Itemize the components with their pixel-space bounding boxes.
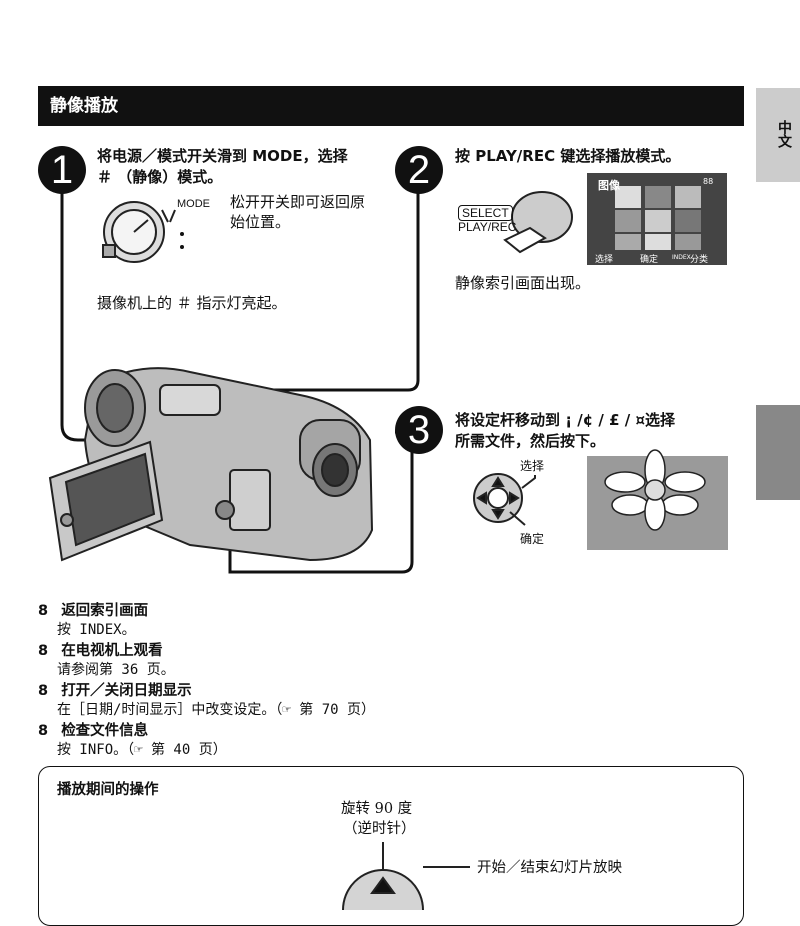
step-2-instruction: 按 PLAY/REC 键选择播放模式。: [455, 147, 681, 165]
screen-count: 88: [703, 177, 714, 186]
bullet-title: 检查文件信息: [61, 723, 149, 739]
step-1-instruction-line2: ＃ （静像）模式。: [97, 168, 223, 186]
index-screen: [587, 173, 727, 265]
mode-dot-1: [180, 232, 184, 236]
step-1-note-line1: 松开开关即可返回原: [230, 193, 366, 211]
screen-index-label: INDEX: [672, 254, 691, 261]
bullet-marker: 8: [38, 643, 49, 659]
list-item: 8 检查文件信息 按 INFO。（☞ 第 40 页）: [38, 720, 498, 760]
flower-photo: [587, 449, 728, 550]
joystick-confirm-label: 确定: [520, 532, 545, 546]
bullet-body: 请参阅第 36 页。: [57, 662, 175, 678]
joystick: [473, 473, 536, 526]
step-2-result: 静像索引画面出现。: [455, 274, 591, 292]
bullet-title: 返回索引画面: [61, 603, 149, 619]
bullet-body: 按 INFO。（☞ 第 40 页）: [57, 742, 227, 758]
play-rec-button: [503, 191, 573, 254]
tips-list: 8 返回索引画面 按 INDEX。 8 在电视机上观看 请参阅第 36 页。 8…: [38, 600, 498, 760]
select-button-label: SELECT: [458, 205, 513, 221]
screen-title: 图像: [598, 179, 620, 192]
screen-select-label: 选择: [595, 255, 614, 265]
language-tab-label: 中文: [776, 120, 792, 148]
bullet-marker: 8: [38, 603, 49, 619]
operations-title: 播放期间的操作: [57, 782, 159, 798]
bullet-title: 在电视机上观看: [61, 643, 163, 659]
bullet-marker: 8: [38, 683, 49, 699]
screen-confirm-label: 确定: [640, 255, 659, 265]
lcd-panel: [48, 440, 164, 562]
operations-dial: [342, 842, 470, 910]
bullet-body: 按 INDEX。: [57, 622, 136, 638]
step-1-note-line2: 始位置。: [230, 213, 291, 231]
bullet-marker: 8: [38, 723, 49, 739]
slideshow-label: 开始／结束幻灯片放映: [477, 860, 622, 876]
step-1-number: 1: [38, 146, 86, 194]
step-1-instruction-line1: 将电源／模式开关滑到 MODE，选择: [97, 147, 348, 165]
play-rec-label: PLAY/REC: [458, 220, 517, 234]
list-item: 8 在电视机上观看 请参阅第 36 页。: [38, 640, 498, 680]
mode-label: MODE: [177, 198, 210, 210]
rotate-label-line1: 旋转 90 度: [341, 801, 413, 817]
screen-sort-label: 分类: [690, 255, 709, 265]
language-tab: [756, 88, 800, 182]
page-title: 静像播放: [38, 86, 744, 126]
rotate-label-line2: （逆时针）: [343, 821, 416, 837]
section-tab: [756, 405, 800, 500]
step-3-number: 3: [395, 406, 443, 454]
mode-dial: [102, 201, 176, 263]
step-3-instruction-line1: 将设定杆移动到 ¡ /¢ / £ / ¤选择: [455, 411, 676, 429]
list-item: 8 打开／关闭日期显示 在［日期/时间显示］中改变设定。（☞ 第 70 页）: [38, 680, 498, 720]
joystick-select-label: 选择: [520, 459, 545, 473]
mode-dot-2: [180, 245, 184, 249]
step-2-number: 2: [395, 146, 443, 194]
bullet-title: 打开／关闭日期显示: [61, 683, 192, 699]
bullet-body: 在［日期/时间显示］中改变设定。（☞ 第 70 页）: [57, 702, 375, 718]
step-3-instruction-line2: 所需文件，然后按下。: [455, 432, 606, 450]
step-1-indicator-text: 摄像机上的 ＃ 指示灯亮起。: [97, 294, 287, 312]
list-item: 8 返回索引画面 按 INDEX。: [38, 600, 498, 640]
